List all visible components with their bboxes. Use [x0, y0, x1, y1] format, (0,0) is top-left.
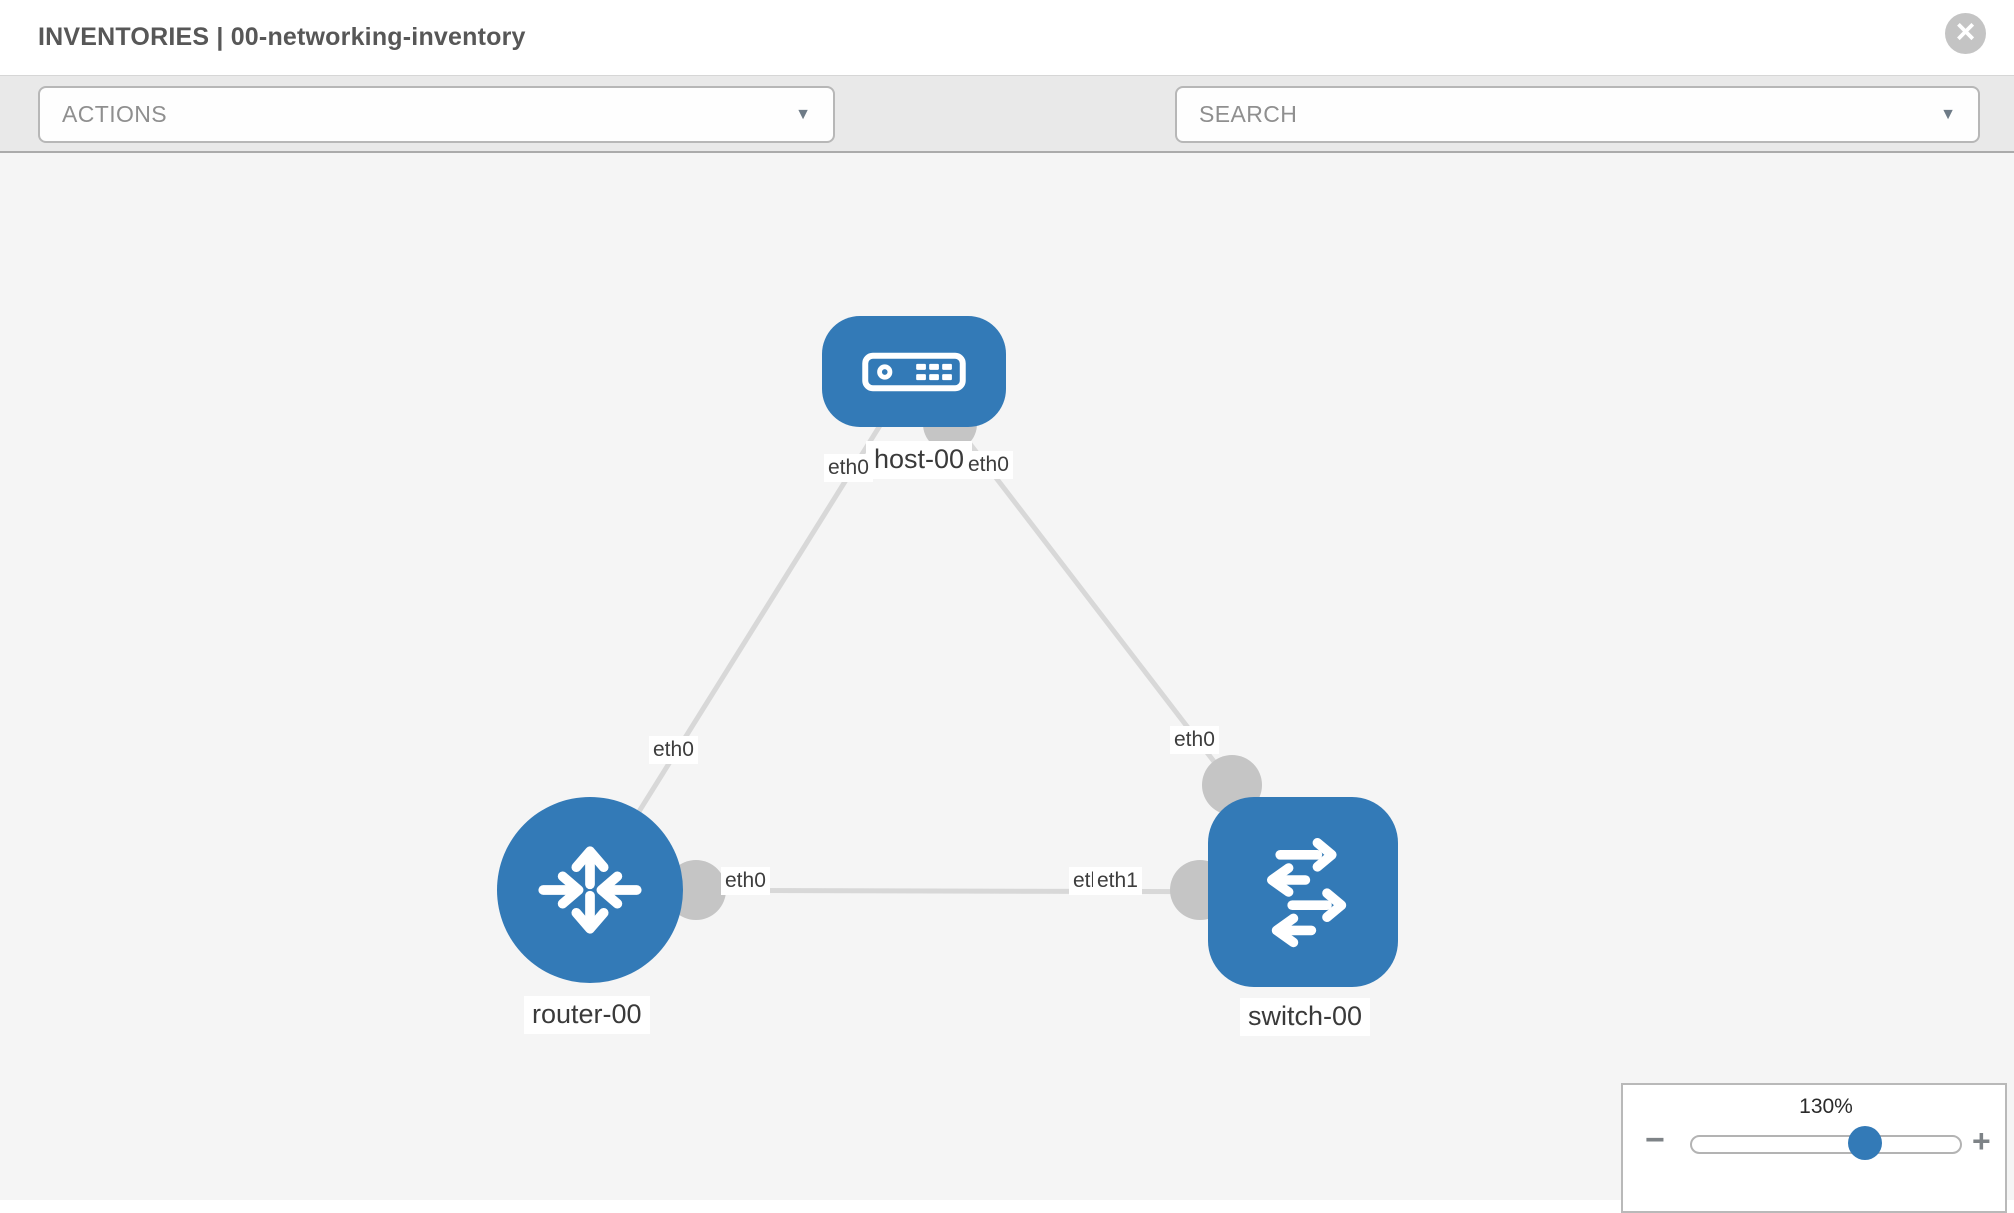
minus-icon: −	[1645, 1121, 1665, 1159]
topology-canvas[interactable]: host-00 router-00 switch-00 eth0 eth0 et…	[0, 153, 2014, 1200]
close-icon: ×	[1955, 12, 1976, 51]
host-icon	[862, 352, 966, 391]
page-title: INVENTORIES | 00-networking-inventory	[38, 23, 526, 51]
iface-label-router00-eth0-crosslink: eth0	[721, 867, 770, 896]
actions-dropdown[interactable]: ACTIONS ▼	[38, 86, 835, 143]
node-host-00[interactable]	[822, 316, 1006, 427]
toolbar: ACTIONS ▼ SEARCH ▼	[0, 76, 2014, 210]
chevron-down-icon: ▼	[795, 105, 811, 123]
node-router-00[interactable]	[497, 797, 683, 983]
actions-dropdown-label: ACTIONS	[62, 101, 168, 127]
iface-label-router00-eth0-uplink: eth0	[649, 736, 698, 765]
node-label-host-00: host-00	[866, 441, 973, 479]
zoom-slider-track[interactable]	[1690, 1135, 1962, 1154]
zoom-in-button[interactable]: +	[1972, 1123, 1991, 1160]
chevron-down-icon: ▼	[1940, 105, 1956, 123]
iface-label-switch00-eth1: eth1	[1093, 867, 1142, 896]
switch-icon	[1267, 838, 1347, 948]
zoom-slider-thumb[interactable]	[1848, 1126, 1882, 1160]
iface-label-host00-eth0-right: eth0	[964, 451, 1013, 480]
node-label-router-00: router-00	[524, 996, 650, 1034]
iface-label-host00-eth0-left: eth0	[824, 454, 873, 483]
zoom-control-panel: 130% − +	[1621, 1083, 2007, 1213]
plus-icon: +	[1972, 1123, 1991, 1159]
zoom-percentage: 130%	[1799, 1095, 1853, 1118]
node-switch-00[interactable]	[1208, 797, 1398, 987]
iface-label-switch00-eth0-uplink: eth0	[1170, 726, 1219, 755]
close-button[interactable]: ×	[1945, 13, 1986, 54]
router-icon	[538, 846, 642, 934]
node-label-switch-00: switch-00	[1240, 998, 1371, 1036]
search-dropdown-label: SEARCH	[1199, 101, 1298, 127]
breadcrumb-header: INVENTORIES | 00-networking-inventory ×	[0, 0, 2014, 76]
zoom-out-button[interactable]: −	[1645, 1121, 1665, 1160]
topology-links-layer	[587, 369, 1304, 920]
search-dropdown[interactable]: SEARCH ▼	[1175, 86, 1980, 143]
